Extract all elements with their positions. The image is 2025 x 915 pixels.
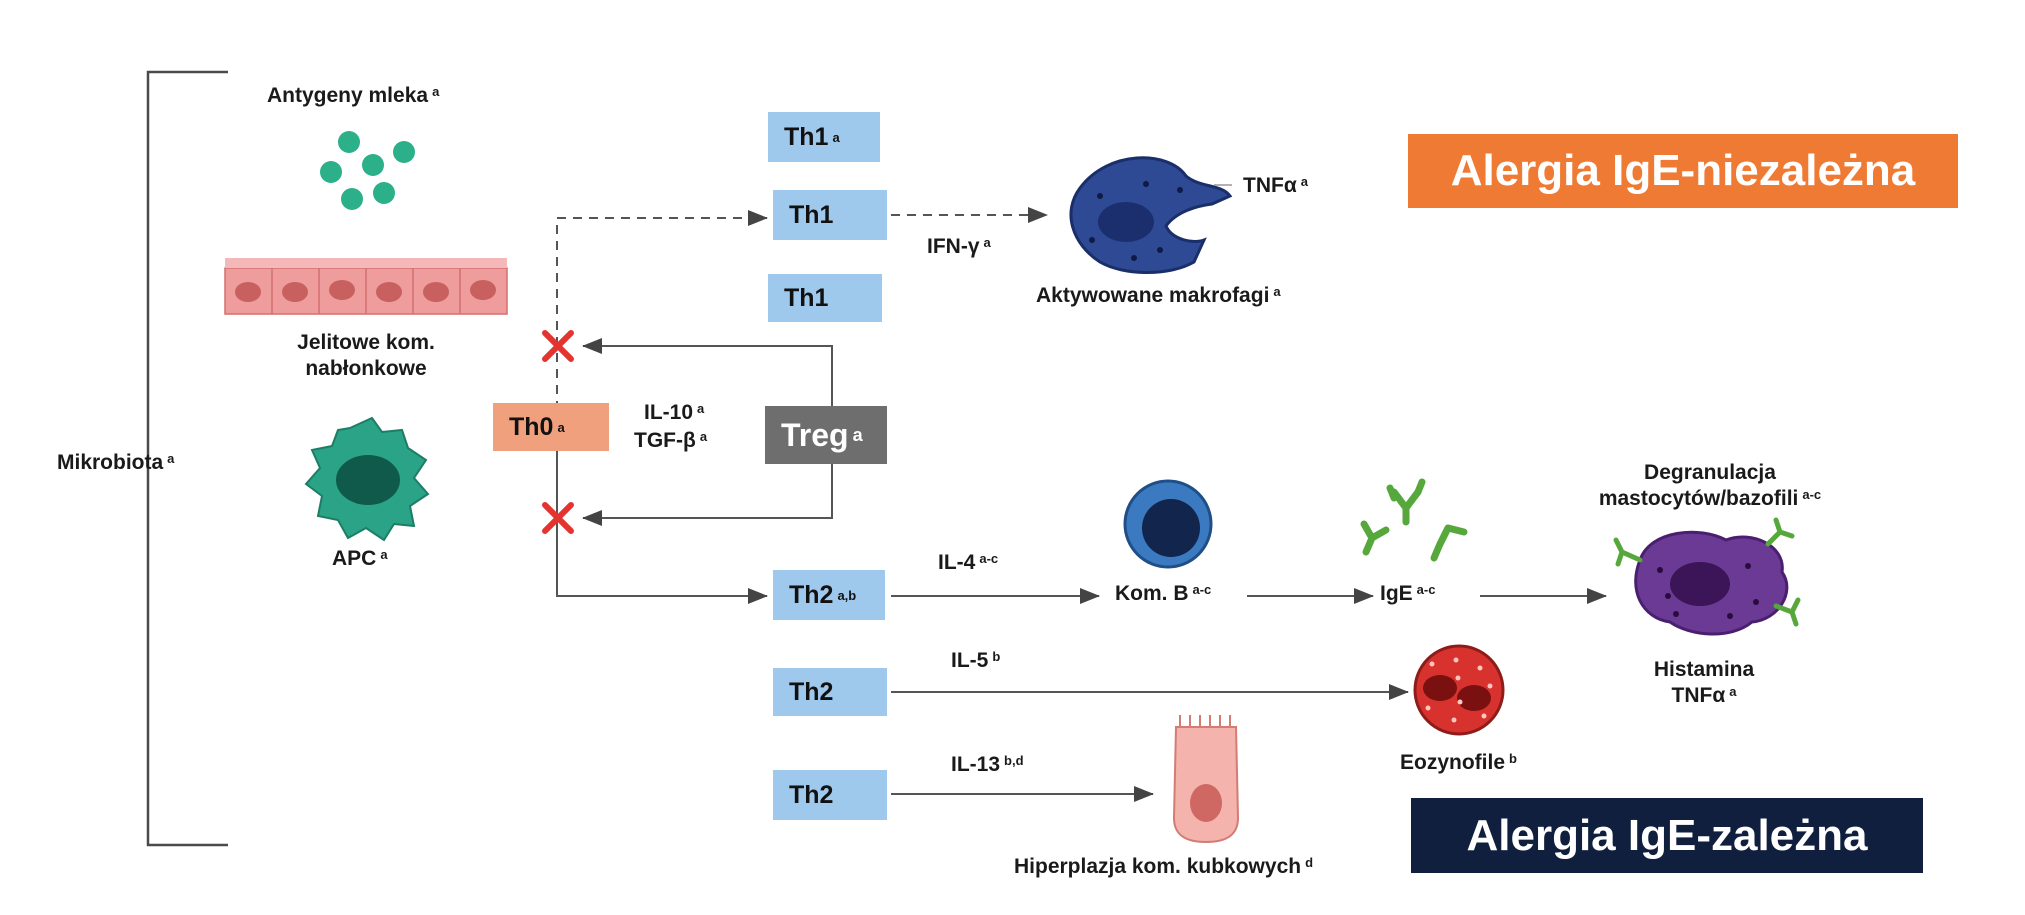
blocked-x-icon: [542, 502, 574, 534]
th1-box-lower: Th1: [768, 274, 882, 322]
th0-to-th2-path: [556, 432, 768, 604]
b-cell-icon: [1123, 479, 1213, 569]
ige-antibody-icon: [1360, 478, 1468, 562]
th2-box-lower: Th2: [773, 770, 887, 820]
epithelial-cells-label: Jelitowe kom.nabłonkowe: [297, 331, 435, 381]
th1-box-middle: Th1: [773, 190, 887, 240]
th0-to-th1-dashed-path: [556, 210, 768, 410]
treg-inhibition-bottom-arrow: [582, 464, 833, 526]
blocked-x-icon: [542, 330, 574, 362]
microbiota-bracket: [146, 70, 228, 847]
apc-cell-icon: [304, 416, 430, 542]
ige-independent-banner: Alergia IgE-niezależna: [1408, 134, 1958, 208]
eosinophil-icon: [1413, 644, 1505, 736]
treg-inhibition-top-arrow: [582, 338, 833, 406]
mast-cell-icon: [1613, 517, 1801, 636]
milk-antigen-dots-icon: [320, 131, 415, 210]
goblet-cell-icon: [1172, 715, 1240, 844]
intestinal-epithelium-icon: [224, 258, 508, 315]
ige-dependent-banner: Alergia IgE-zależna: [1411, 798, 1923, 873]
th2-box-middle: Th2: [773, 668, 887, 716]
macrophage-icon: [1069, 156, 1233, 274]
